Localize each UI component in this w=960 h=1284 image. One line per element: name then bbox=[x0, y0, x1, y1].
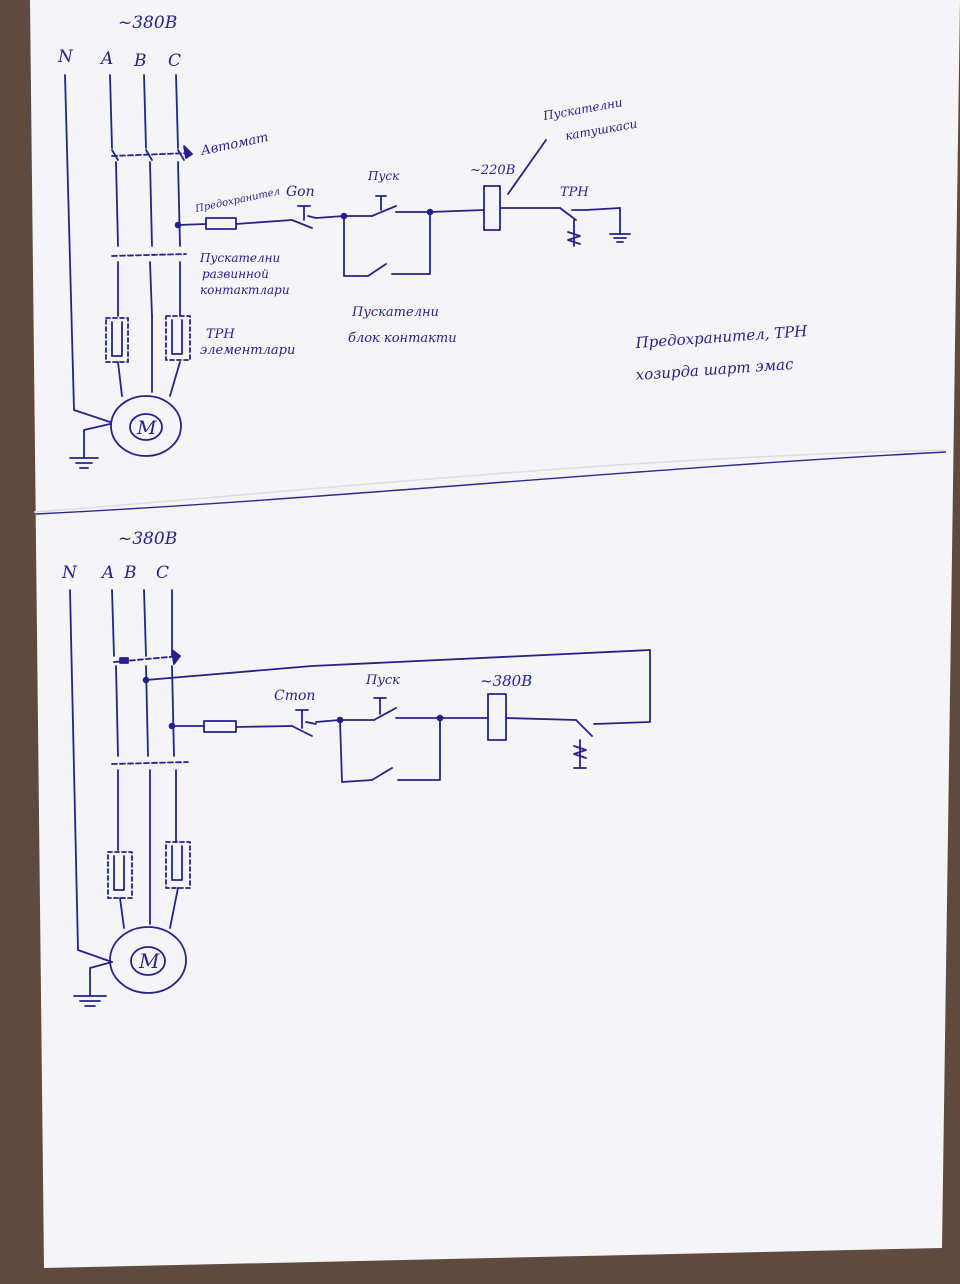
top-overload-contact bbox=[559, 207, 587, 247]
top-phase-c-wire bbox=[175, 74, 179, 149]
top-coil-voltage-label: ~220В bbox=[470, 163, 515, 178]
bottom-motor bbox=[109, 926, 187, 994]
top-coil-annotation-arrow bbox=[507, 139, 547, 195]
top-contactor-main-contacts bbox=[111, 253, 187, 317]
bottom-phase-b-label: B bbox=[123, 563, 137, 583]
top-start-button bbox=[343, 195, 431, 217]
top-neutral-wire bbox=[64, 74, 111, 423]
top-stop-button bbox=[291, 205, 317, 229]
bottom-start-button bbox=[339, 697, 441, 721]
bottom-phase-a-label: A bbox=[100, 563, 114, 583]
bottom-control-circuit bbox=[142, 649, 651, 783]
top-trn-label-line1: ТРН bbox=[206, 327, 235, 342]
top-phase-b-wire bbox=[143, 74, 147, 149]
bottom-power-circuit bbox=[69, 589, 191, 1007]
bottom-contactor-coil bbox=[487, 693, 507, 741]
bottom-thermal-elements bbox=[107, 841, 191, 899]
bottom-phase-b-wire bbox=[143, 589, 147, 657]
bottom-phase-c-label: C bbox=[156, 563, 169, 583]
paper-background bbox=[30, 0, 960, 1268]
top-aux-label-line2: блок контакти bbox=[348, 331, 457, 346]
bottom-voltage-label: ~380В bbox=[118, 529, 177, 549]
top-power-circuit bbox=[64, 74, 193, 469]
bottom-phase-n-label: N bbox=[61, 563, 78, 583]
bottom-ground bbox=[73, 961, 113, 1007]
bottom-contactor-main-contacts bbox=[111, 761, 189, 925]
bottom-aux-contact bbox=[339, 717, 441, 783]
bottom-motor-label: M bbox=[138, 949, 160, 973]
bottom-labels: ~380В N A B C Стоп Пуск ~380В M bbox=[61, 529, 532, 973]
top-phase-a-wire bbox=[109, 74, 113, 149]
top-control-ground bbox=[609, 207, 631, 243]
bottom-stop-button bbox=[291, 709, 317, 737]
top-ground bbox=[69, 423, 111, 469]
top-overload-label: ТРН bbox=[560, 185, 589, 200]
top-phase-c-label: C bbox=[168, 51, 181, 71]
top-stop-label: Gon bbox=[286, 184, 315, 200]
top-aux-label-line1: Пускателни bbox=[351, 305, 439, 320]
top-voltage-label: ~380В bbox=[118, 13, 177, 33]
top-circuit-breaker bbox=[111, 145, 193, 247]
top-motor bbox=[110, 395, 182, 457]
bottom-phase-a-wire bbox=[111, 589, 115, 657]
top-start-label: Пуск bbox=[367, 169, 400, 183]
bottom-neutral-wire bbox=[69, 589, 113, 963]
top-trn-label-line2: элементлари bbox=[200, 343, 295, 358]
bottom-start-label: Пуск bbox=[365, 673, 400, 688]
bottom-overload-contact bbox=[573, 719, 593, 769]
top-control-circuit bbox=[174, 139, 631, 277]
bottom-control-return-wire bbox=[145, 649, 651, 725]
top-thermal-elements bbox=[105, 315, 191, 393]
top-motor-label: M bbox=[136, 417, 157, 439]
top-phase-b-label: B bbox=[133, 51, 147, 71]
fold-crease bbox=[33, 449, 946, 513]
section-divider-line bbox=[35, 451, 947, 515]
top-phase-n-label: N bbox=[57, 47, 74, 67]
bottom-coil-voltage-label: ~380В bbox=[480, 672, 532, 690]
top-phase-a-label: A bbox=[99, 49, 113, 69]
top-contacts-label-line1: Пускателни bbox=[199, 251, 280, 265]
top-contacts-label-line2: развинной bbox=[202, 267, 269, 281]
bottom-stop-label: Стоп bbox=[274, 688, 315, 704]
top-contacts-label-line3: контактлари bbox=[200, 283, 290, 297]
top-aux-contact bbox=[343, 211, 431, 277]
